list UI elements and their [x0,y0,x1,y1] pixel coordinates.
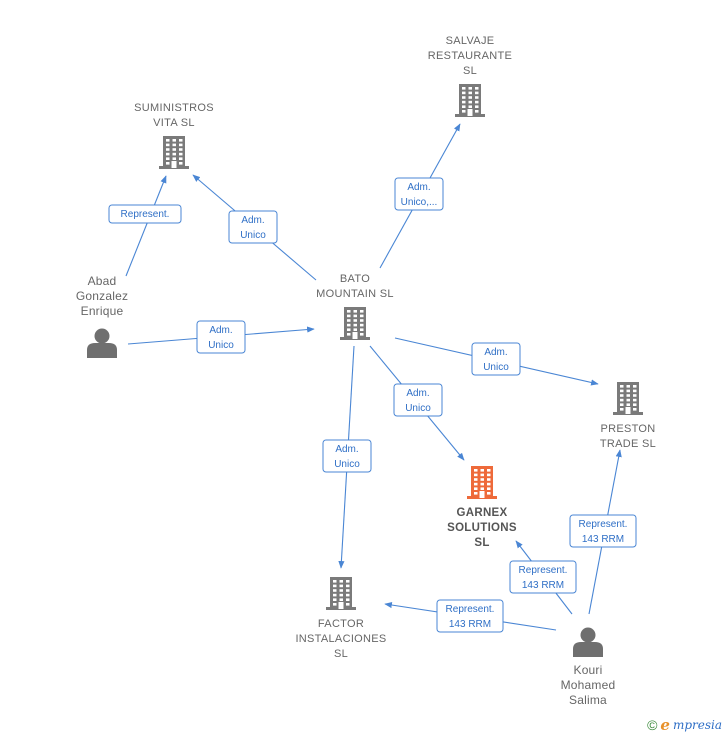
node-label-abad: Enrique [81,304,124,318]
edge-label-box[interactable] [393,383,443,417]
node-label-kouri: Salima [569,693,607,707]
edge-label-text: 143 RRM [522,580,564,591]
node-label-factor: FACTOR [318,618,364,630]
brand-logo-text[interactable]: mpresia [672,718,722,732]
edge-labels-layer: Represent.Adm.UnicoAdm.Unico,...Adm.Unic… [108,177,637,633]
edge-label-kouri-factor[interactable]: Represent. 143 RRM [436,599,504,633]
edge-label-box[interactable] [228,210,278,244]
edge-abad-suministros [125,175,167,277]
node-label-garnex: SL [474,537,489,549]
node-label-abad: Abad [88,274,117,288]
edge-label-text: Unico [483,362,509,373]
edge-label-text: Unico [208,340,234,351]
node-label-suministros: SUMINISTROS [134,102,214,114]
edge-label-abad-bato[interactable]: Adm. Unico [196,320,246,354]
edge-label-text: Represent. [446,604,495,615]
edge-label-text: Represent. [121,209,170,220]
edge-label-text: Adm. [484,347,507,358]
node-bato[interactable]: BATO MOUNTAIN SL [316,273,394,340]
edge-label-box[interactable] [509,560,577,594]
edge-label-text: 143 RRM [449,619,491,630]
edges-layer [125,123,622,631]
building-icon[interactable] [613,382,643,415]
edge-label-text: 143 RRM [582,534,624,545]
edge-label-box[interactable] [196,320,246,354]
person-icon[interactable] [87,328,117,359]
edge-label-text: Adm. [209,325,232,336]
edge-label-text: Adm. [241,215,264,226]
node-preston[interactable]: PRESTON TRADE SL [600,382,656,450]
edge-label-kouri-preston[interactable]: Represent. 143 RRM [569,514,637,548]
node-label-factor: INSTALACIONES [295,633,386,645]
edge-label-bato-salvaje[interactable]: Adm. Unico,... [394,177,444,211]
edge-label-box[interactable] [322,439,372,473]
node-label-bato: MOUNTAIN SL [316,288,394,300]
building-icon[interactable] [159,136,189,169]
node-label-abad: Gonzalez [76,289,128,303]
edge-label-text: Unico [240,230,266,241]
edge-label-abad-suministros[interactable]: Represent. [108,204,182,224]
edge-label-box[interactable] [394,177,444,211]
edge-label-text: Adm. [406,388,429,399]
node-label-salvaje: RESTAURANTE [428,50,512,62]
node-label-bato: BATO [340,273,370,285]
edge-label-bato-garnex[interactable]: Adm. Unico [393,383,443,417]
node-label-factor: SL [334,648,348,660]
edge-label-text: Unico [405,403,431,414]
copyright-icon: © [647,717,658,733]
building-icon[interactable] [340,307,370,340]
edge-label-text: Unico,... [401,197,438,208]
edge-label-kouri-garnex[interactable]: Represent. 143 RRM [509,560,577,594]
edge-label-text: Adm. [335,444,358,455]
node-salvaje[interactable]: SALVAJE RESTAURANTE SL [428,35,512,117]
brand-logo-initial[interactable]: e [660,716,670,734]
edge-label-box[interactable] [108,204,182,224]
edge-label-box[interactable] [436,599,504,633]
node-label-preston: TRADE SL [600,438,656,450]
node-label-kouri: Mohamed [561,678,616,692]
node-label-salvaje: SL [463,65,477,77]
node-suministros[interactable]: SUMINISTROS VITA SL [134,102,214,169]
edge-label-text: Represent. [519,565,568,576]
edge-label-bato-factor[interactable]: Adm. Unico [322,439,372,473]
node-label-garnex: SOLUTIONS [447,522,517,534]
node-label-suministros: VITA SL [153,117,195,129]
person-icon[interactable] [573,627,603,658]
building-icon[interactable] [467,466,497,499]
node-label-kouri: Kouri [573,663,602,677]
edge-label-bato-preston[interactable]: Adm. Unico [471,342,521,376]
edge-label-bato-suministros[interactable]: Adm. Unico [228,210,278,244]
node-factor[interactable]: FACTOR INSTALACIONES SL [295,577,386,660]
edge-label-box[interactable] [471,342,521,376]
node-label-salvaje: SALVAJE [446,35,495,47]
edge-label-text: Adm. [407,182,430,193]
edge-label-text: Unico [334,459,360,470]
edge-label-box[interactable] [569,514,637,548]
building-icon[interactable] [326,577,356,610]
building-icon[interactable] [455,84,485,117]
node-garnex[interactable]: GARNEX SOLUTIONS SL [447,466,517,549]
edge-label-text: Represent. [579,519,628,530]
node-label-garnex: GARNEX [456,507,507,519]
nodes-layer: SUMINISTROS VITA SL SALVAJE RESTAURANTE SL BA… [76,35,656,707]
node-label-preston: PRESTON [600,423,655,435]
